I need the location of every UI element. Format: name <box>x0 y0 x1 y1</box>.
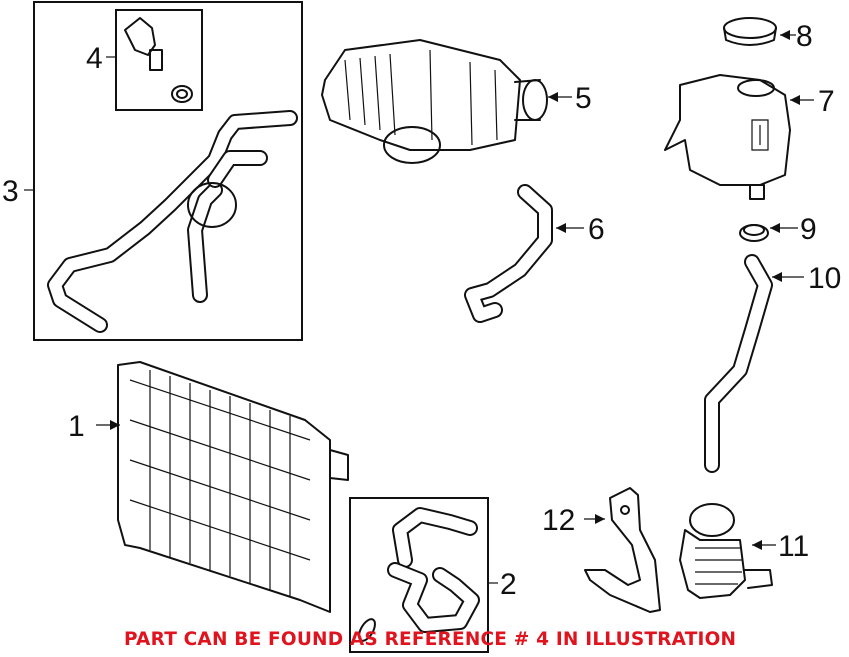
reservoir-cap-part-8[interactable] <box>723 17 777 46</box>
callout-7[interactable]: 7 <box>818 85 835 118</box>
callout-11[interactable]: 11 <box>778 530 809 563</box>
callout-6[interactable]: 6 <box>588 213 605 246</box>
callout-4[interactable]: 4 <box>86 42 103 75</box>
group-box-3 <box>33 1 303 341</box>
intercooler-part-5[interactable] <box>321 39 548 164</box>
clamp-part-9[interactable] <box>739 224 769 242</box>
callout-12[interactable]: 12 <box>542 504 575 537</box>
callout-8[interactable]: 8 <box>796 20 813 53</box>
coolant-reservoir-part-7[interactable] <box>664 74 791 200</box>
callout-2[interactable]: 2 <box>500 568 517 601</box>
reservoir-hose-part-10[interactable] <box>704 254 773 473</box>
reference-notice: PART CAN BE FOUND AS REFERENCE # 4 IN IL… <box>124 629 737 650</box>
water-pump-part-11[interactable] <box>679 503 773 599</box>
group-box-4 <box>115 9 203 111</box>
radiator-part-1[interactable] <box>117 361 349 613</box>
sensor-part-4[interactable] <box>124 17 193 103</box>
group-box-2 <box>349 497 489 653</box>
hose-part-6[interactable] <box>464 184 553 323</box>
callout-10[interactable]: 10 <box>808 262 841 295</box>
callout-5[interactable]: 5 <box>575 82 592 115</box>
callout-3[interactable]: 3 <box>2 175 19 208</box>
callout-9[interactable]: 9 <box>800 213 817 246</box>
pump-bracket-part-12[interactable] <box>584 487 661 613</box>
heater-hose-part-3[interactable] <box>47 110 298 333</box>
radiator-hose-part-2[interactable] <box>356 507 480 643</box>
callout-1[interactable]: 1 <box>68 410 85 443</box>
